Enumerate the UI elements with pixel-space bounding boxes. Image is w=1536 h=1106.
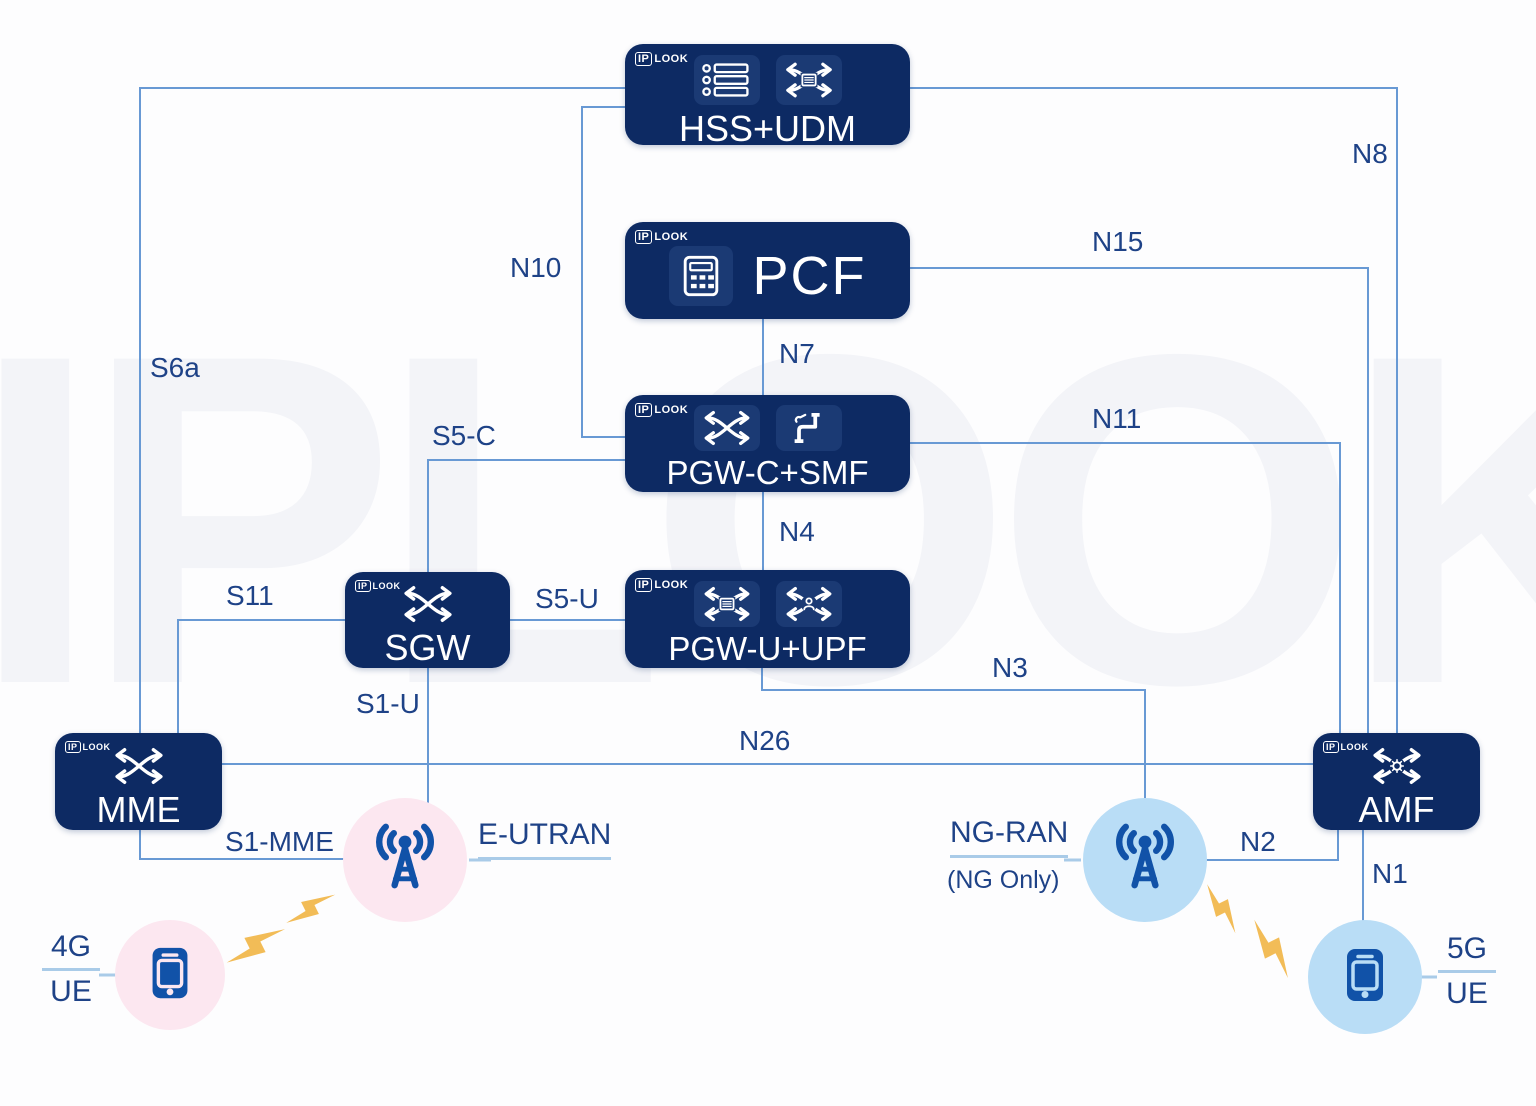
interface-label-s6a: S6a (150, 352, 200, 383)
node-label-sgw: SGW (384, 627, 471, 669)
subscriber-list-icon (693, 54, 760, 105)
ue-label-divider (42, 968, 100, 971)
interface-label-n11: N11 (1092, 403, 1142, 434)
interface-label-s5u: S5-U (535, 583, 599, 614)
antenna-icon (365, 818, 445, 903)
ue-5g-type: UE (1446, 977, 1488, 1010)
iplook-logo-rest: LOOK (1340, 742, 1369, 752)
ue-5g-gen: 5G (1446, 932, 1488, 965)
link-s6a (139, 87, 625, 733)
switch-icon (395, 584, 461, 624)
node-label-pgw-c-smf: PGW-C+SMF (666, 454, 869, 492)
link-n3 (761, 668, 1146, 815)
link-s1mme (139, 830, 352, 860)
ue-5g-label: 5G UE (1438, 932, 1496, 1011)
interface-label-n3: N3 (992, 652, 1028, 683)
ue-4g-gen: 4G (50, 930, 92, 963)
link-n8 (910, 87, 1398, 733)
ue-4g-circle (115, 920, 225, 1030)
ngran-antenna-circle (1083, 798, 1207, 922)
bolt-icon (1254, 919, 1288, 979)
interface-label-n2: N2 (1240, 826, 1276, 857)
bolt-icon (226, 929, 286, 963)
antenna-icon (1105, 818, 1185, 903)
interface-label-n15: N15 (1092, 226, 1144, 257)
link-s11 (177, 619, 345, 733)
interface-label-n1: N1 (1372, 858, 1408, 889)
interface-label-s1mme: S1-MME (225, 826, 334, 857)
iplook-logo-ip: IP (635, 230, 653, 244)
switch-server-icon (775, 54, 842, 105)
interface-label-n8: N8 (1352, 138, 1388, 169)
iplook-logo-rest: LOOK (654, 53, 689, 65)
interface-label-n7: N7 (779, 338, 815, 369)
iplook-logo-rest: LOOK (654, 404, 689, 416)
node-label-hss-udm: HSS+UDM (678, 107, 857, 149)
link-n2 (1198, 830, 1339, 861)
node-label-amf: AMF (1358, 788, 1435, 830)
phone-icon (1333, 943, 1397, 1012)
node-label-pgw-u-upf: PGW-U+UPF (668, 629, 867, 667)
switch-server-icon (693, 580, 760, 627)
switch-icon (693, 405, 760, 452)
iplook-logo-rest: LOOK (654, 231, 689, 243)
interface-label-s11: S11 (226, 580, 274, 611)
link-n15 (910, 267, 1369, 733)
ngran-sublabel: (NG Only) (947, 866, 1060, 894)
interface-label-s1u: S1-U (356, 688, 420, 719)
iplook-logo-ip: IP (635, 52, 653, 66)
switch-icon (106, 746, 172, 786)
ue-4g-type: UE (50, 975, 92, 1008)
iplook-logo-rest: LOOK (654, 579, 689, 591)
node-label-mme: MME (96, 788, 181, 830)
link-n10 (581, 106, 625, 438)
calculator-icon (668, 245, 733, 306)
pipe-wrench-icon (775, 405, 842, 452)
switch-user-icon (775, 580, 842, 627)
interface-label-s5c: S5-C (432, 420, 496, 451)
ue-label-divider (1438, 970, 1496, 973)
interface-label-n26: N26 (739, 725, 791, 756)
iplook-logo-ip: IP (635, 578, 653, 592)
iplook-logo-rest: LOOK (82, 742, 111, 752)
ue-4g-label: 4G UE (42, 930, 100, 1009)
bolt-icon (286, 894, 336, 923)
link-s5c (427, 459, 625, 572)
node-label-pcf: PCF (752, 245, 867, 306)
bolt-icon (1207, 884, 1236, 934)
switch-gear-icon (1364, 746, 1430, 786)
iplook-logo-ip: IP (65, 741, 81, 753)
iplook-logo-ip: IP (355, 580, 371, 592)
ue-5g-circle (1308, 920, 1422, 1034)
iplook-logo-ip: IP (1323, 741, 1339, 753)
interface-label-n4: N4 (779, 516, 815, 547)
interface-label-n10: N10 (510, 252, 562, 283)
iplook-logo-ip: IP (635, 403, 653, 417)
ngran-label: NG-RAN (950, 816, 1069, 858)
eutran-antenna-circle (343, 798, 467, 922)
link-n11 (910, 442, 1341, 733)
iplook-logo-rest: LOOK (372, 581, 401, 591)
phone-icon (139, 942, 201, 1009)
eutran-label: E-UTRAN (478, 818, 612, 860)
